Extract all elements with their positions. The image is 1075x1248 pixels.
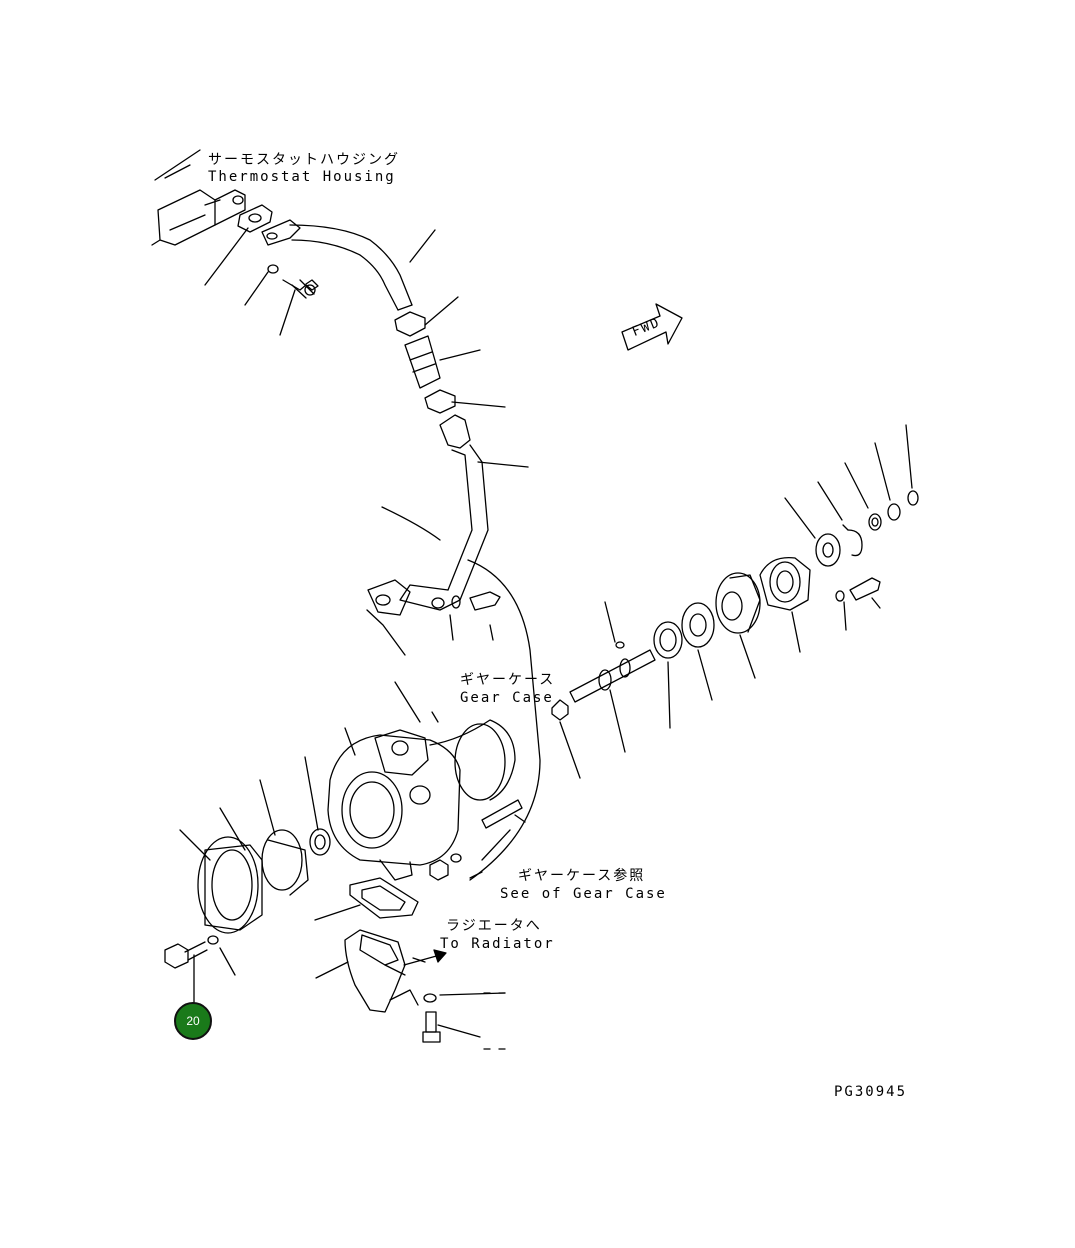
upper-water-pipe	[261, 219, 413, 311]
lock-washer-2	[907, 490, 919, 506]
fwd-arrow	[621, 303, 683, 351]
leader-lines	[179, 227, 913, 1038]
see-gear-case-label-en: See of Gear Case	[500, 886, 667, 902]
thermostat-housing-label-en: Thermostat Housing	[208, 169, 396, 185]
radiator-arrow	[403, 949, 447, 966]
pump-cover	[197, 836, 263, 934]
cover-bolt	[164, 941, 208, 969]
lower-water-pipe	[367, 414, 489, 616]
pump-seal	[309, 828, 331, 856]
thermostat-housing	[151, 149, 246, 246]
bearing-3	[815, 533, 841, 567]
thermostat-housing-label-jp: サーモスタットハウジング	[208, 152, 400, 168]
water-pump-body	[327, 719, 516, 881]
gasket-top	[237, 204, 273, 233]
cover-washer	[207, 935, 219, 945]
elbow-washer-bolt	[422, 993, 441, 1043]
shaft-nut	[551, 699, 569, 721]
housing-washer-bolt	[835, 577, 881, 602]
outlet-elbow	[344, 929, 419, 1013]
pump-nut-washer	[429, 853, 462, 881]
lower-gasket	[349, 877, 419, 919]
see-gear-case-label-jp: ギヤーケース参照	[518, 868, 646, 884]
bearing-2	[681, 602, 715, 648]
to-radiator-label-jp: ラジエータへ	[446, 918, 542, 934]
drawing-number: PG30945	[834, 1084, 908, 1100]
hose-clamp-1	[394, 311, 426, 337]
pump-impeller	[261, 829, 309, 896]
snap-ring	[842, 524, 863, 557]
hose-clamp-2	[424, 389, 456, 414]
bearing-1	[653, 621, 683, 659]
part-callout-20[interactable]: 20	[174, 1002, 212, 1040]
spacer-washer	[868, 513, 882, 531]
gear-case-label-jp: ギヤーケース	[460, 672, 556, 688]
gear-case-label-en: Gear Case	[460, 690, 554, 706]
pump-stud	[481, 799, 523, 829]
washer-bolt-top	[267, 264, 319, 299]
washer-bolt-pipe	[451, 591, 501, 611]
drive-shaft	[569, 641, 656, 703]
bearing-housing	[759, 556, 811, 611]
dash-marks	[483, 992, 506, 1050]
lock-washer-1	[887, 503, 901, 521]
to-radiator-label-en: To Radiator	[440, 936, 555, 952]
water-hose	[404, 335, 441, 389]
gear-case-outline	[381, 506, 541, 881]
drive-gear	[715, 572, 761, 634]
